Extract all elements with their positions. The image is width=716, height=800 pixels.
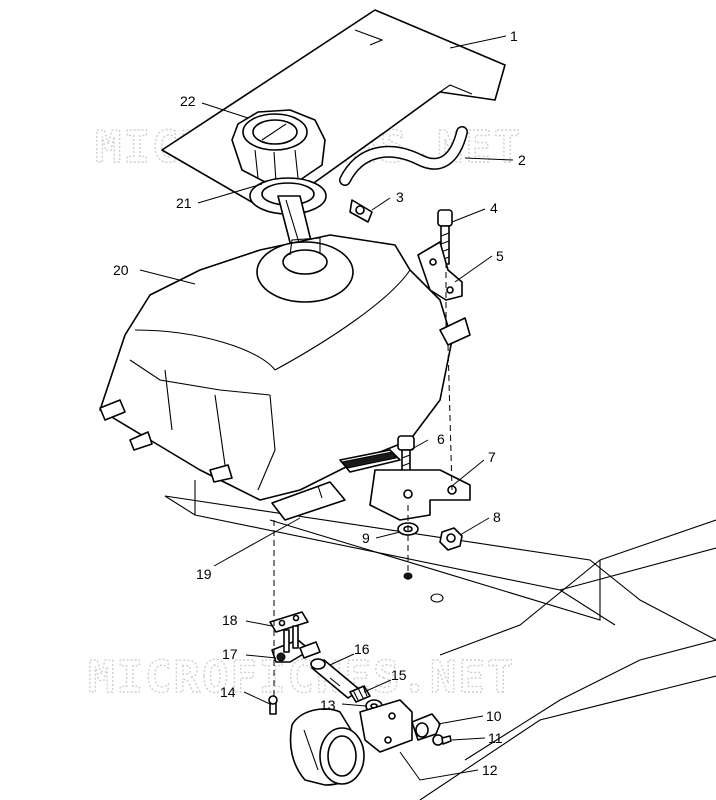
callout-21: 21 (176, 195, 192, 211)
callout-5: 5 (496, 248, 504, 264)
callout-8: 8 (493, 509, 501, 525)
part-2-vent-hose (339, 126, 468, 186)
callout-1: 1 (510, 28, 518, 44)
part-12-bracket (359, 699, 413, 753)
callout-10: 10 (486, 708, 502, 724)
part-19-pad (271, 481, 346, 521)
part-8-nut (439, 527, 463, 551)
part-18-plate (269, 611, 309, 633)
callout-20: 20 (113, 262, 129, 278)
callout-labels: 1 2 3 4 5 6 7 8 9 10 11 12 13 14 15 16 1… (113, 28, 526, 778)
alignment-lines (273, 262, 453, 700)
watermark-bottom: MICROFICHES.NET (88, 652, 515, 703)
part-17-fuel-valve (271, 625, 321, 663)
part-14-screw (268, 695, 278, 715)
callout-16: 16 (354, 641, 370, 657)
callout-12: 12 (482, 762, 498, 778)
carburetor-body (289, 708, 365, 786)
callout-6: 6 (437, 431, 445, 447)
callout-22: 22 (180, 93, 196, 109)
callout-2: 2 (518, 152, 526, 168)
callout-7: 7 (488, 449, 496, 465)
part-22-fuel-cap (231, 109, 326, 183)
callout-17: 17 (222, 646, 238, 662)
callout-4: 4 (490, 200, 498, 216)
callout-11: 11 (488, 730, 503, 746)
part-6-bolt (397, 435, 415, 473)
callout-19: 19 (196, 566, 212, 582)
part-1-pad (161, 9, 506, 209)
callout-13: 13 (320, 697, 336, 713)
part-10-cap (411, 713, 441, 741)
part-20-fuel-tank (99, 234, 453, 501)
leader-lines (139, 35, 514, 781)
callout-15: 15 (391, 667, 407, 683)
callout-14: 14 (220, 684, 236, 700)
part-15-clamp (349, 685, 371, 703)
callout-9: 9 (362, 530, 370, 546)
part-3-fitting (349, 199, 373, 223)
callout-18: 18 (222, 612, 238, 628)
part-11-screw (432, 734, 452, 746)
part-5-bracket (417, 241, 471, 346)
part-7-bracket (369, 469, 471, 521)
frame-rails (164, 480, 716, 800)
callout-3: 3 (396, 189, 404, 205)
